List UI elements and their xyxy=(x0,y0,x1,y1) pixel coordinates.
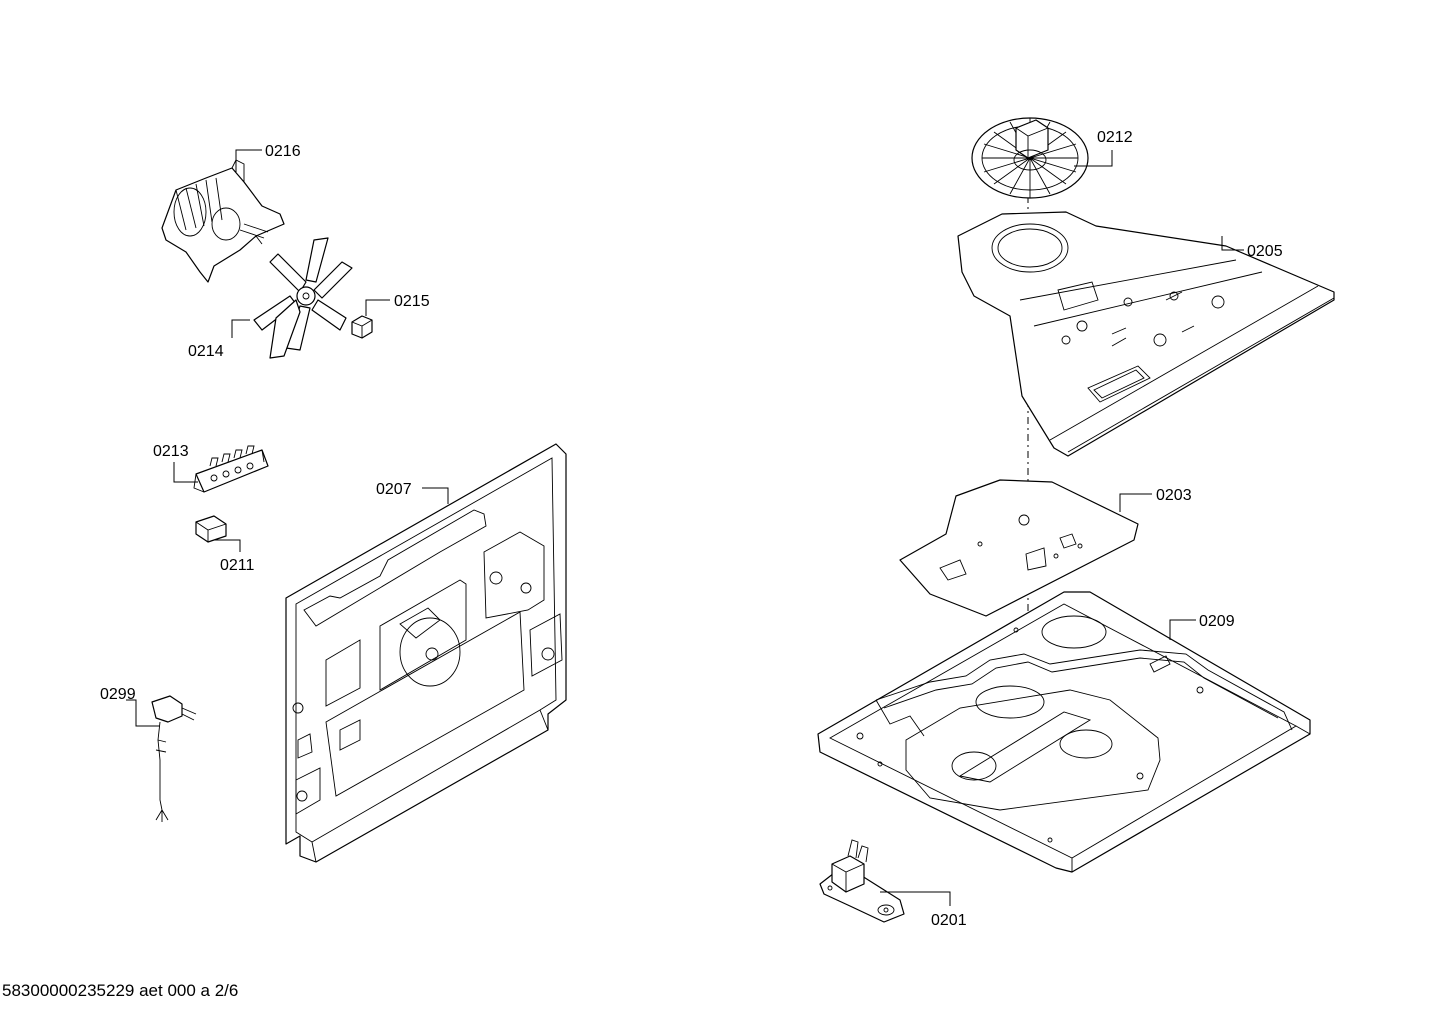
part-0203-insulation-plate xyxy=(899,479,1139,617)
label-0207: 0207 xyxy=(376,481,412,498)
leader-0216 xyxy=(235,149,262,172)
drawing-code: 58300000235229 aet 000 a 2/6 xyxy=(2,981,239,1000)
leader-0214 xyxy=(231,319,250,338)
leader-0299 xyxy=(126,699,160,727)
part-0207-back-panel xyxy=(285,443,567,863)
label-0201: 0201 xyxy=(931,912,967,929)
label-0299: 0299 xyxy=(100,686,136,703)
part-0299-power-cord xyxy=(151,695,197,822)
part-0209-base-plate xyxy=(817,591,1311,873)
leader-0205 xyxy=(1221,236,1244,251)
leader-0213 xyxy=(173,462,198,483)
label-0214: 0214 xyxy=(188,343,224,360)
part-0205-top-panel xyxy=(957,211,1335,457)
label-0212: 0212 xyxy=(1097,129,1133,146)
label-0209: 0209 xyxy=(1199,613,1235,630)
part-0216-fan-motor xyxy=(161,159,285,283)
leader-0209 xyxy=(1169,619,1196,640)
part-0212-fan-wheel xyxy=(971,117,1089,199)
leader-0207 xyxy=(422,487,449,504)
part-0215-nut xyxy=(351,315,373,339)
label-0215: 0215 xyxy=(394,293,430,310)
label-0205: 0205 xyxy=(1247,243,1283,260)
leader-0201 xyxy=(880,891,951,906)
label-0213: 0213 xyxy=(153,443,189,460)
leader-0215 xyxy=(365,299,390,316)
label-0216: 0216 xyxy=(265,143,301,160)
part-0201-connector xyxy=(819,839,905,923)
part-0214-fan-blade xyxy=(253,237,353,359)
part-0213-terminal-block xyxy=(193,445,269,493)
leader-0211 xyxy=(214,539,241,552)
part-0211-clip xyxy=(195,515,227,543)
leader-0212 xyxy=(1074,150,1113,167)
label-0203: 0203 xyxy=(1156,487,1192,504)
leader-0203 xyxy=(1119,493,1152,512)
label-0211: 0211 xyxy=(220,557,255,574)
